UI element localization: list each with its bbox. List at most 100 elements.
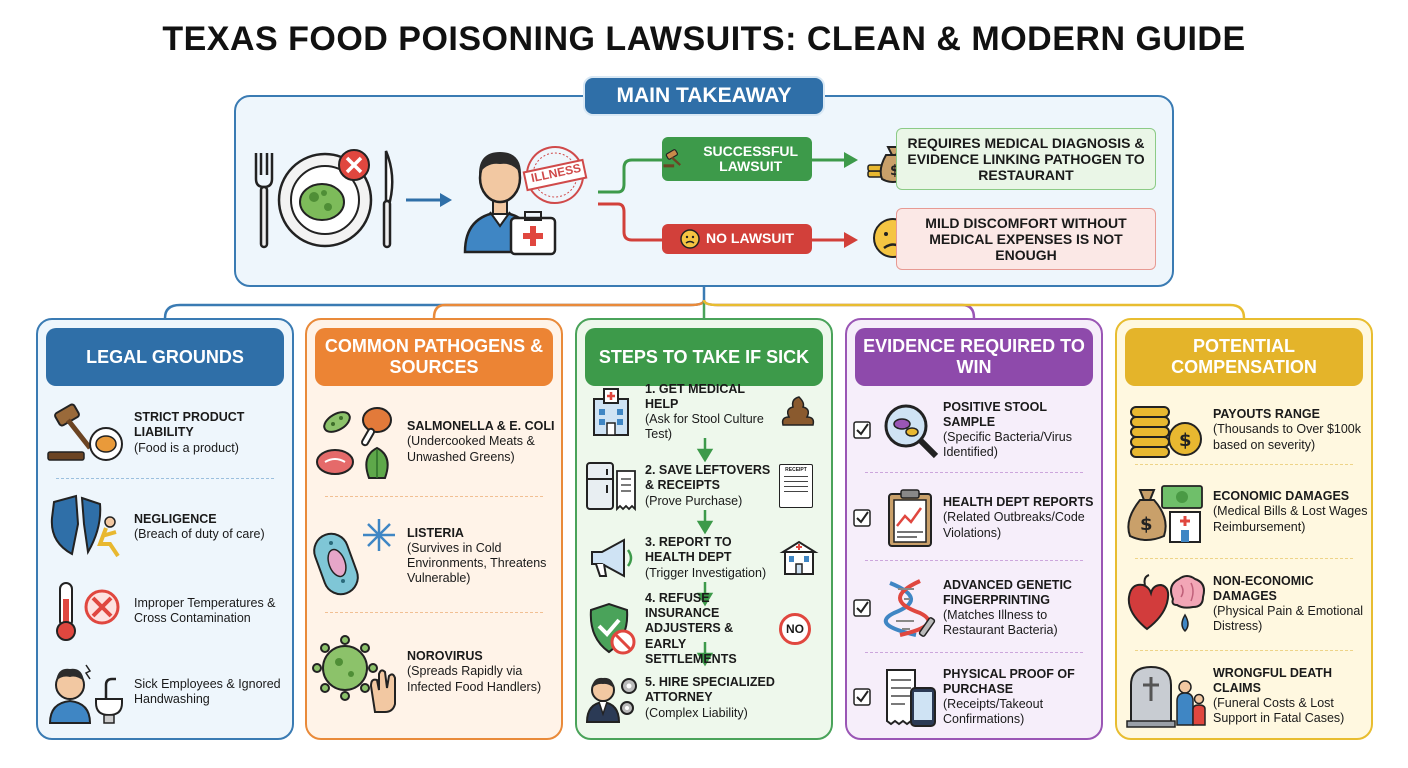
norovirus-icon bbox=[312, 635, 396, 713]
item-desc: (Ask for Stool Culture Test) bbox=[645, 412, 764, 442]
item-title: SALMONELLA & E. COLI bbox=[407, 419, 555, 434]
item-title: LISTERIA bbox=[407, 525, 464, 540]
fail-note: MILD DISCOMFORT WITHOUT MEDICAL EXPENSES… bbox=[896, 208, 1156, 270]
list-item: 3. REPORT TO HEALTH DEPT(Trigger Investi… bbox=[577, 530, 831, 586]
no-lawsuit-label: NO LAWSUIT bbox=[706, 230, 794, 247]
list-item: SALMONELLA & E. COLI(Undercooked Meats &… bbox=[307, 392, 561, 492]
item-title: Sick Employees & Ignored Handwashing bbox=[134, 676, 281, 706]
svg-text:$: $ bbox=[1140, 514, 1153, 535]
evidence-title: EVIDENCE REQUIRED TO WIN bbox=[855, 328, 1093, 386]
shield-no-icon bbox=[589, 602, 636, 655]
gavel-food-icon bbox=[47, 403, 123, 461]
evidence-panel: EVIDENCE REQUIRED TO WIN POSITIVE STOOL … bbox=[845, 318, 1103, 740]
item-desc: (Trigger Investigation) bbox=[645, 565, 767, 580]
receipt-label: RECEIPT bbox=[785, 467, 807, 473]
megaphone-icon bbox=[591, 538, 633, 578]
item-title: 1. GET MEDICAL HELP bbox=[645, 381, 745, 411]
list-item: PHYSICAL PROOF OF PURCHASE(Receipts/Take… bbox=[847, 658, 1101, 736]
item-title: NEGLIGENCE bbox=[134, 511, 217, 526]
coins-icon: $ bbox=[1130, 406, 1202, 458]
item-title: 5. HIRE SPECIALIZED ATTORNEY bbox=[645, 675, 775, 705]
gravestone-family-icon bbox=[1126, 665, 1206, 728]
item-desc: (Food is a product) bbox=[134, 440, 239, 455]
item-desc: (Prove Purchase) bbox=[645, 493, 743, 508]
attorney-icon bbox=[585, 677, 637, 723]
list-item: $ ECONOMIC DAMAGES(Medical Bills & Lost … bbox=[1117, 472, 1371, 552]
no-lawsuit-pill: NO LAWSUIT bbox=[662, 224, 812, 254]
item-desc: (Matches Illness to Restaurant Bacteria) bbox=[943, 608, 1058, 638]
item-title: ADVANCED GENETIC FINGERPRINTING bbox=[943, 577, 1072, 607]
item-desc: (Thousands to Over $100k based on severi… bbox=[1213, 422, 1361, 452]
page-title: TEXAS FOOD POISONING LAWSUITS: CLEAN & M… bbox=[162, 20, 1246, 58]
list-item: 1. GET MEDICAL HELP(Ask for Stool Cultur… bbox=[577, 382, 831, 441]
item-desc: (Funeral Costs & Lost Support in Fatal C… bbox=[1213, 696, 1345, 726]
item-desc: (Spreads Rapidly via Infected Food Handl… bbox=[407, 664, 542, 694]
magnifier-sample-icon bbox=[884, 404, 939, 459]
list-item: POSITIVE STOOL SAMPLE(Specific Bacteria/… bbox=[847, 392, 1101, 468]
broken-shield-icon bbox=[50, 494, 120, 558]
stool-icon bbox=[781, 396, 815, 426]
legal-grounds-panel: LEGAL GROUNDS STRICT PRODUCT LIABILITY(F… bbox=[36, 318, 294, 740]
success-note: REQUIRES MEDICAL DIAGNOSIS & EVIDENCE LI… bbox=[896, 128, 1156, 190]
item-title: 4. REFUSE INSURANCE ADJUSTERS & EARLY SE… bbox=[645, 590, 737, 666]
checkbox-icon bbox=[853, 421, 871, 439]
thermometer-icon bbox=[56, 582, 120, 641]
svg-text:$: $ bbox=[1179, 430, 1192, 451]
item-desc: (Breach of duty of care) bbox=[134, 527, 265, 541]
list-item: 5. HIRE SPECIALIZED ATTORNEY(Complex Lia… bbox=[577, 670, 831, 726]
item-title: POSITIVE STOOL SAMPLE bbox=[943, 399, 1047, 429]
salmonella-meat-icon bbox=[316, 407, 392, 479]
successful-lawsuit-label: SUCCESSFUL LAWSUIT bbox=[703, 142, 799, 174]
list-item: HEALTH DEPT REPORTS(Related Outbreaks/Co… bbox=[847, 480, 1101, 556]
item-title: Improper Temperatures & Cross Contaminat… bbox=[134, 595, 276, 625]
item-desc: (Medical Bills & Lost Wages Reimbursemen… bbox=[1213, 504, 1368, 534]
checkbox-icon bbox=[853, 688, 871, 706]
legal-grounds-title: LEGAL GROUNDS bbox=[46, 328, 284, 386]
item-title: 3. REPORT TO HEALTH DEPT bbox=[645, 535, 732, 565]
item-desc: (Specific Bacteria/Virus Identified) bbox=[943, 430, 1072, 460]
successful-lawsuit-pill: SUCCESSFUL LAWSUIT bbox=[662, 137, 812, 181]
checkbox-icon bbox=[853, 509, 871, 527]
list-item: ADVANCED GENETIC FINGERPRINTING(Matches … bbox=[847, 568, 1101, 648]
item-title: 2. SAVE LEFTOVERS & RECEIPTS bbox=[645, 463, 771, 493]
list-item: STRICT PRODUCT LIABILITY(Food is a produ… bbox=[38, 398, 292, 468]
pathogens-title: COMMON PATHOGENS & SOURCES bbox=[315, 328, 553, 386]
compensation-title: POTENTIAL COMPENSATION bbox=[1125, 328, 1363, 386]
arrow-right-icon bbox=[406, 193, 452, 207]
list-item: Improper Temperatures & Cross Contaminat… bbox=[38, 576, 292, 646]
listeria-icon bbox=[313, 519, 395, 596]
list-item: Sick Employees & Ignored Handwashing bbox=[38, 656, 292, 728]
plate-icon bbox=[254, 149, 394, 249]
step-arrows bbox=[696, 438, 714, 667]
list-item: 4. REFUSE INSURANCE ADJUSTERS & EARLY SE… bbox=[577, 591, 831, 666]
connector-lines bbox=[163, 287, 1246, 319]
gavel-icon bbox=[663, 149, 682, 168]
clipboard-chart-icon bbox=[888, 489, 932, 547]
list-item: NEGLIGENCE(Breach of duty of care) bbox=[38, 490, 292, 564]
hospital-icon bbox=[593, 388, 629, 436]
compensation-panel: POTENTIAL COMPENSATION $ PAYOUTS RANGE(T… bbox=[1115, 318, 1373, 740]
steps-panel: STEPS TO TAKE IF SICK 1. GET MEDICAL HEL… bbox=[575, 318, 833, 740]
item-desc: (Undercooked Meats & Unwashed Greens) bbox=[407, 434, 535, 464]
item-title: STRICT PRODUCT LIABILITY bbox=[134, 410, 245, 440]
sick-person-icon bbox=[463, 146, 588, 256]
dna-icon bbox=[883, 579, 936, 637]
item-desc: (Complex Liability) bbox=[645, 705, 748, 720]
item-title: NOROVIRUS bbox=[407, 649, 483, 664]
item-desc: (Related Outbreaks/Code Violations) bbox=[943, 510, 1085, 540]
checkbox-icon bbox=[853, 599, 871, 617]
item-title: PHYSICAL PROOF OF PURCHASE bbox=[943, 666, 1075, 696]
receipt-icon: RECEIPT bbox=[779, 464, 813, 508]
no-badge-icon: NO bbox=[779, 613, 811, 645]
item-desc: (Survives in Cold Environments, Threaten… bbox=[407, 540, 547, 586]
svg-text:$: $ bbox=[890, 163, 900, 179]
sick-employee-icon bbox=[48, 664, 123, 724]
heart-brain-icon bbox=[1127, 574, 1205, 633]
receipt-phone-icon bbox=[886, 669, 936, 727]
main-takeaway-label: MAIN TAKEAWAY bbox=[583, 76, 825, 116]
branch-arrows bbox=[598, 152, 858, 248]
list-item: WRONGFUL DEATH CLAIMS(Funeral Costs & Lo… bbox=[1117, 656, 1371, 736]
fridge-receipt-icon bbox=[586, 462, 636, 512]
pathogens-panel: COMMON PATHOGENS & SOURCES SALMONELLA & … bbox=[305, 318, 563, 740]
list-item: LISTERIA(Survives in Cold Environments, … bbox=[307, 506, 561, 606]
